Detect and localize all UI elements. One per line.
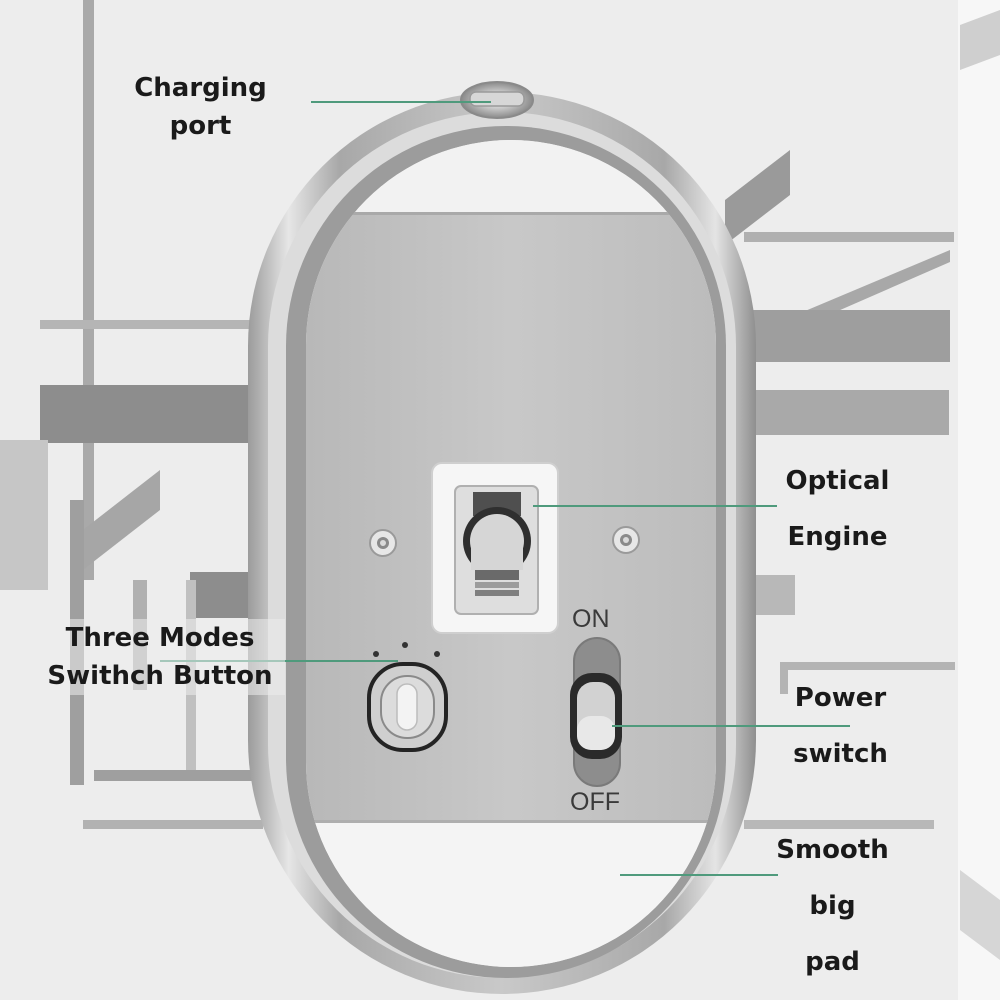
charging-port-label-line2: port: [169, 111, 232, 141]
smooth-pad-callout-line: [620, 874, 778, 876]
smooth-pad-label: Smooth big pad: [760, 822, 905, 990]
optical-engine-label-line2: Engine: [787, 522, 888, 552]
charging-port-label-line1: Charging: [134, 73, 267, 103]
screw-hole-icon: [369, 526, 640, 557]
power-switch-callout-line: [612, 725, 850, 727]
switch-on-label: ON: [572, 605, 610, 633]
power-switch-label-line2: switch: [793, 739, 888, 769]
charging-port-callout-line: [311, 101, 491, 103]
three-modes-label-line2: Swithch Button: [47, 661, 273, 691]
charging-port-icon: [460, 81, 534, 119]
power-switch-label-line1: Power: [794, 683, 887, 713]
three-modes-label: Three Modes Swithch Button: [35, 619, 285, 695]
optical-engine-label-line1: Optical: [785, 466, 890, 496]
mode-button-icon: [367, 662, 448, 752]
mode-indicator-dots: [373, 642, 440, 657]
three-modes-label-line1: Three Modes: [65, 623, 255, 653]
charging-port-label: Charging port: [118, 69, 283, 145]
smooth-pad-label-line1: Smooth: [776, 835, 889, 865]
power-slider-icon: [570, 637, 622, 787]
smooth-pad-label-line3: pad: [805, 947, 860, 977]
smooth-pad-label-line2: big: [809, 891, 856, 921]
optical-sensor-icon: [431, 462, 559, 634]
optical-engine-callout-line: [533, 505, 777, 507]
switch-off-label: OFF: [570, 788, 620, 816]
power-switch-label: Power switch: [778, 670, 903, 782]
optical-engine-label: Optical Engine: [770, 453, 905, 565]
